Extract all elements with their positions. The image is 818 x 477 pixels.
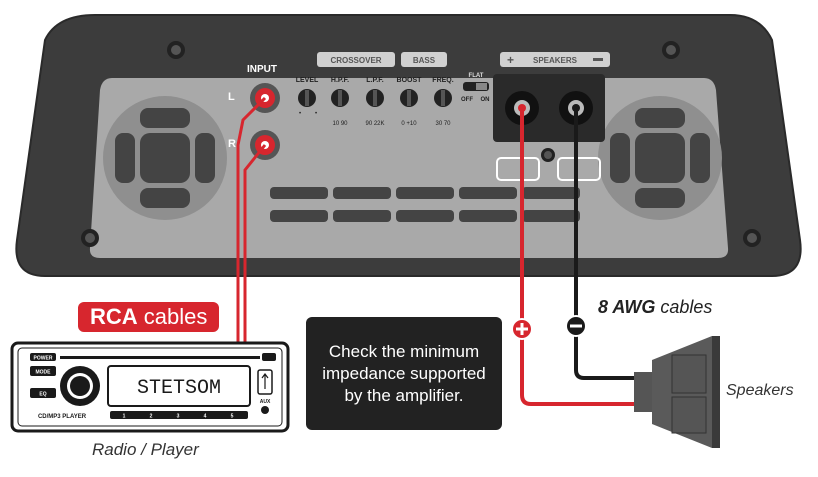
screw-icon [743, 229, 761, 247]
aux-port[interactable]: AUX [260, 399, 271, 414]
svg-text:ON: ON [481, 97, 490, 103]
svg-text:BASS: BASS [413, 56, 436, 65]
svg-text:H.P.F.: H.P.F. [331, 77, 349, 84]
input-left-label: L [228, 91, 235, 103]
bass-tag: BASS [401, 52, 447, 67]
svg-text:OFF: OFF [461, 97, 473, 103]
input-right-label: R [228, 138, 236, 150]
screw-icon [167, 41, 185, 59]
radio-display-text: STETSOM [137, 377, 221, 400]
right-fan-ornament [598, 96, 722, 220]
knob-hpf[interactable]: H.P.F. 10 90 [331, 77, 349, 127]
svg-text:90 22K: 90 22K [365, 121, 384, 127]
eq-button[interactable]: EQ [30, 388, 56, 398]
speaker-icon [634, 336, 720, 448]
svg-text:FREQ.: FREQ. [432, 77, 453, 84]
knob-lpf[interactable]: L.P.F. 90 22K [365, 77, 384, 127]
radio-player: POWER MODE EQ CD/MP3 PLAYER STETSOM 1 2 … [10, 341, 290, 433]
knob-level[interactable]: LEVEL • • [296, 77, 319, 117]
usb-port-icon [257, 369, 273, 395]
left-fan-ornament [103, 96, 227, 220]
positive-speaker-wire [520, 108, 634, 406]
svg-text:FLAT: FLAT [469, 73, 484, 79]
volume-knob[interactable] [60, 366, 100, 406]
eject-button[interactable] [262, 353, 276, 361]
svg-text:3: 3 [177, 414, 180, 420]
speakers-tag: SPEAKERS + [500, 52, 610, 67]
svg-text:•: • [315, 111, 317, 117]
crossover-tag: CROSSOVER [317, 52, 395, 67]
vent-slots [270, 187, 580, 222]
negative-polarity-icon [565, 315, 587, 337]
flat-switch[interactable]: FLAT OFF ON [461, 73, 490, 103]
cd-slot [60, 356, 260, 359]
svg-text:5: 5 [231, 414, 234, 420]
radio-display [107, 365, 251, 407]
speakers-caption: Speakers [726, 382, 794, 399]
svg-text:BOOST: BOOST [397, 77, 423, 84]
impedance-note: Check the minimum impedance supported by… [306, 317, 502, 430]
radio-model-label: CD/MP3 PLAYER [38, 414, 87, 420]
knob-boost[interactable]: BOOST 0 +10 [397, 77, 423, 127]
rca-cables-label: RCA cables [78, 302, 220, 332]
screw-icon [81, 229, 99, 247]
amplifier: INPUT L R CROSSOVER BASS LEVEL • • H.P.F… [15, 14, 802, 277]
svg-text:POWER: POWER [34, 356, 53, 362]
svg-text:1: 1 [123, 414, 126, 420]
negative-speaker-wire [574, 108, 634, 380]
positive-polarity-icon [511, 318, 533, 340]
input-label: INPUT [247, 64, 277, 75]
svg-text:EQ: EQ [39, 392, 46, 398]
knob-freq[interactable]: FREQ. 30 70 [432, 77, 453, 127]
svg-text:L.P.F.: L.P.F. [366, 77, 383, 84]
screw-icon [662, 41, 680, 59]
mode-button[interactable]: MODE [30, 366, 56, 376]
svg-text:CROSSOVER: CROSSOVER [330, 56, 381, 65]
svg-text:30 70: 30 70 [435, 121, 451, 127]
svg-text:SPEAKERS: SPEAKERS [533, 56, 578, 65]
svg-text:MODE: MODE [36, 370, 52, 376]
svg-text:4: 4 [204, 414, 207, 420]
svg-text:0 +10: 0 +10 [401, 121, 417, 127]
svg-text:+: + [507, 53, 514, 67]
rca-cable [236, 96, 267, 345]
svg-text:2: 2 [150, 414, 153, 420]
radio-caption: Radio / Player [92, 440, 199, 459]
svg-text:10 90: 10 90 [332, 121, 348, 127]
power-button[interactable]: POWER [30, 353, 56, 362]
svg-text:LEVEL: LEVEL [296, 77, 319, 84]
awg-cables-label: 8 AWG cables [598, 297, 713, 317]
svg-text:AUX: AUX [260, 399, 271, 405]
fuse-slots [496, 148, 601, 181]
svg-text:•: • [299, 111, 301, 117]
preset-buttons[interactable]: 1 2 3 4 5 [110, 411, 248, 420]
